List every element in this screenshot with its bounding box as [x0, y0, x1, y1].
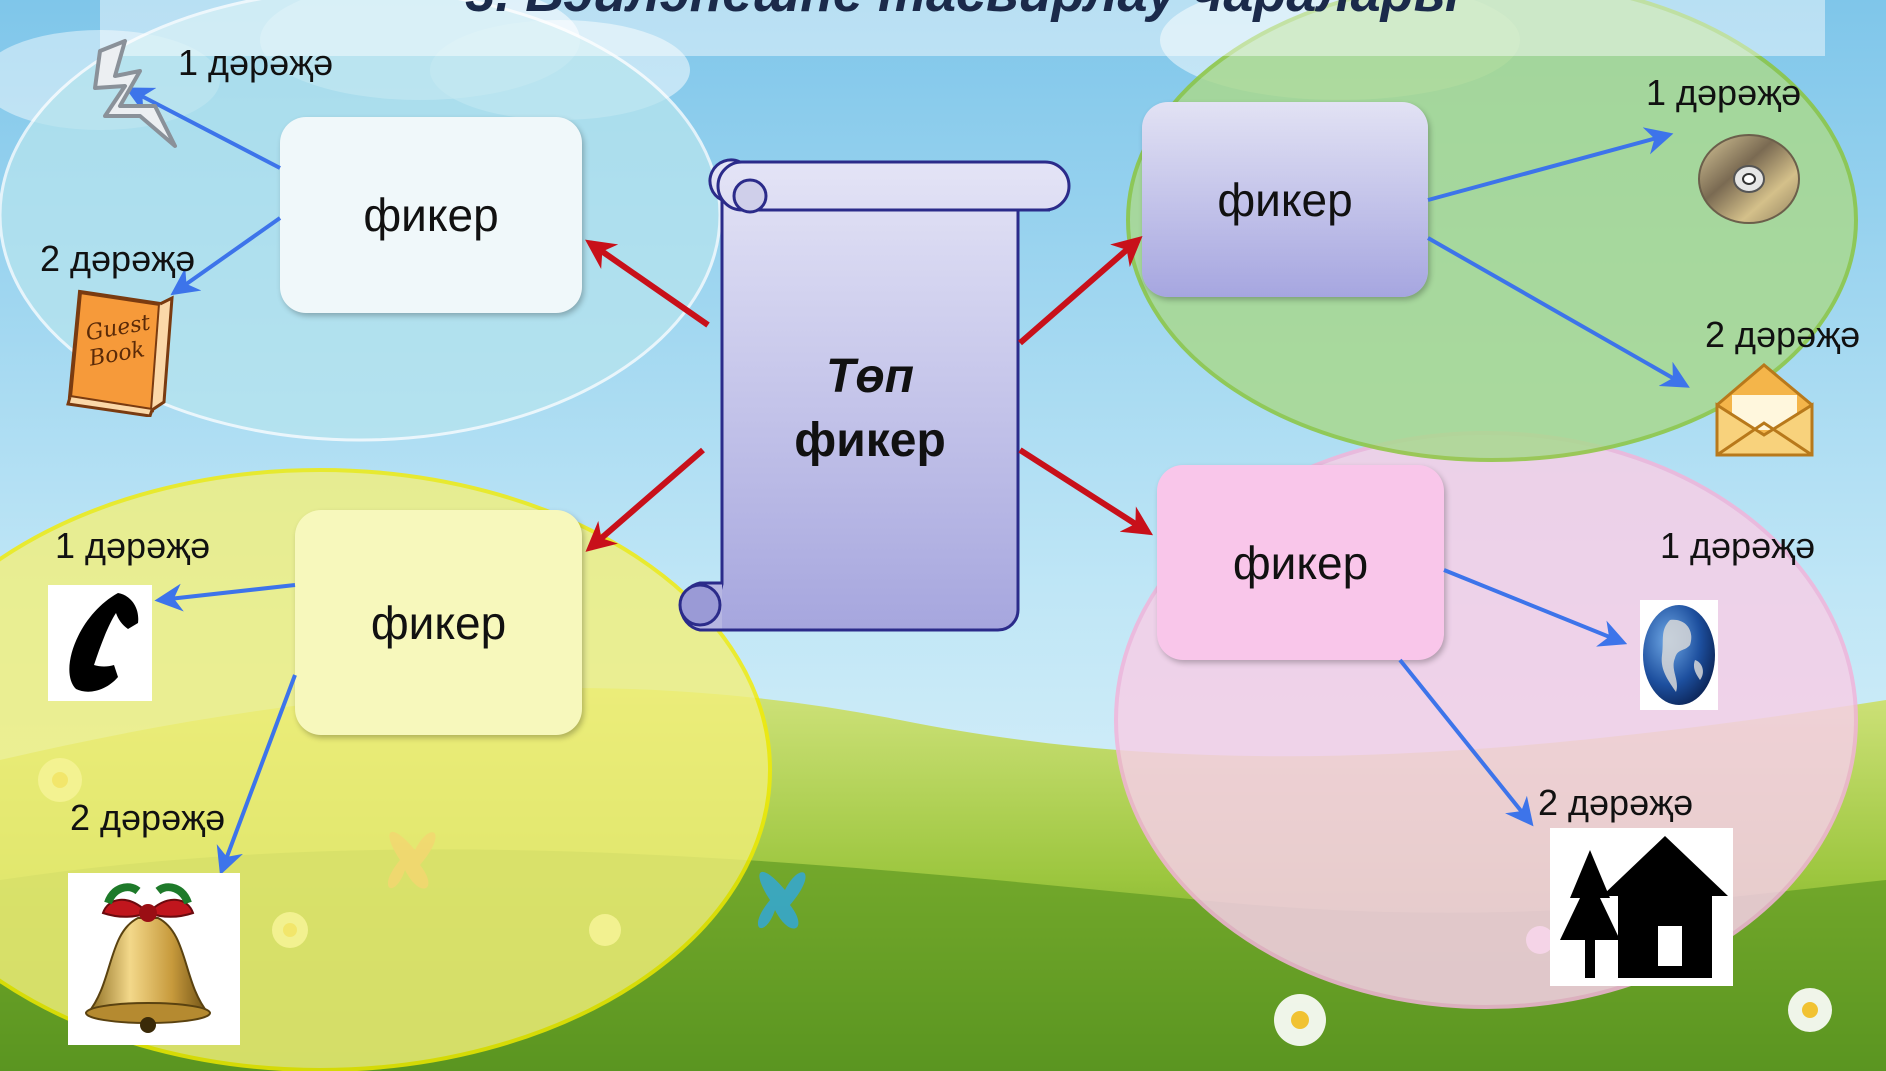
lightning-icon: [93, 39, 177, 148]
idea-box-label: фикер: [1232, 536, 1369, 589]
blue-arrow: [1427, 127, 1674, 202]
blue-arrow: [1443, 568, 1628, 647]
red-arrow: [1018, 447, 1154, 536]
house-icon: [1550, 828, 1733, 986]
blue-arrow: [1398, 658, 1534, 827]
blue-arrow: [125, 87, 281, 170]
central-idea-line1: Төп: [826, 350, 914, 403]
level-label-tr-2: 2 дәрәҗә: [1705, 314, 1861, 355]
level-label-bl-2: 2 дәрәҗә: [70, 797, 226, 838]
idea-box-top-left: фикер: [280, 117, 582, 313]
slide-title: 3. Бэйлэнешне тасвирлау чаралары: [100, 0, 1825, 56]
level-label-bl-1: 1 дәрәҗә: [55, 525, 211, 566]
idea-box-bottom-left: фикер: [295, 510, 582, 735]
cd-disc-icon: [1698, 134, 1800, 224]
envelope-icon: [1715, 363, 1814, 457]
blue-arrow: [170, 216, 282, 296]
level-label-br-1: 1 дәрәҗә: [1660, 525, 1816, 566]
red-arrow: [585, 447, 705, 552]
red-arrow: [1018, 236, 1143, 346]
idea-box-bottom-right: фикер: [1157, 465, 1444, 660]
level-label-tl-2: 2 дәрәҗә: [40, 238, 196, 279]
blue-arrow: [1427, 236, 1690, 388]
idea-box-label: фикер: [1217, 173, 1353, 226]
guest-book-icon: Guest Book: [66, 289, 174, 417]
level-label-br-2: 2 дәрәҗә: [1538, 782, 1694, 823]
idea-box-label: фикер: [363, 189, 499, 241]
idea-box-label: фикер: [370, 596, 507, 649]
bell-icon: [68, 873, 240, 1045]
central-idea: Төп фикер: [760, 345, 980, 473]
telephone-icon: [48, 585, 152, 701]
blue-arrow: [154, 583, 296, 612]
level-label-tl-1: 1 дәрәҗә: [178, 42, 334, 83]
idea-box-top-right: фикер: [1142, 102, 1428, 297]
central-idea-line2: фикер: [794, 414, 946, 467]
globe-icon: [1640, 600, 1718, 710]
blue-arrow: [216, 674, 297, 876]
level-label-tr-1: 1 дәрәҗә: [1646, 72, 1802, 113]
red-arrow: [585, 239, 710, 328]
